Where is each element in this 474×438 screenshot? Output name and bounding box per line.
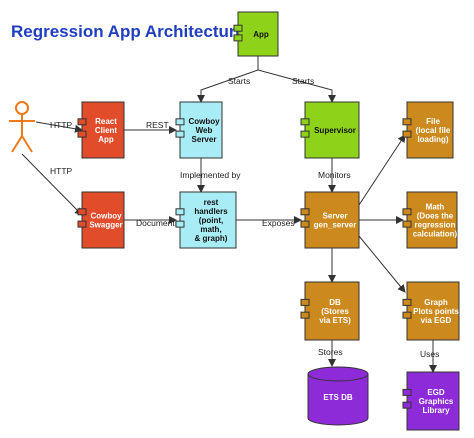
component-app[interactable]: App [233,11,279,57]
edge-label-cowboy-rest: Implemented by [180,170,241,180]
component-egd-label: Library [422,406,450,415]
component-db-label: (Stores [321,307,349,316]
component-file-label: loading) [417,135,448,144]
edge-server-file [358,134,406,206]
component-math-label: regression [415,221,456,230]
component-rest-label: math, [200,225,221,234]
edge-label-db-ets: Stores [318,347,343,357]
component-cowboy-web-label: Cowboy [188,117,220,126]
edge-label-app-supervisor: Starts [292,76,314,86]
edge-label-swagger-rest: Documents [136,218,179,228]
ets-db-cylinder: ETS DB [307,366,369,426]
component-app-label: App [253,30,269,39]
edge-app-supervisor [257,56,336,103]
edge-label-actor-swagger: HTTP [50,166,73,176]
component-cowboy-web-label: Web [196,126,213,135]
component-math-label: Math [426,203,445,212]
component-swagger-label: Cowboy [90,212,122,221]
component-react-label: React [95,117,117,126]
component-supervisor[interactable]: Supervisor [300,101,360,159]
component-server-label: Server [323,212,348,221]
component-graph-label: Graph [424,298,448,307]
diagram-title: Regression App Architecture [11,22,245,41]
component-rest-label: handlers [194,207,228,216]
component-supervisor-label: Supervisor [314,126,356,135]
component-graph-label: via EGD [421,316,452,325]
edge-server-graph [358,235,406,293]
component-react-label: Client [95,126,118,135]
component-graph-label: Plots points [413,307,459,316]
edge-label-supervisor-server: Monitors [318,170,351,180]
edge-label-app-cowboy: Starts [228,76,250,86]
edge-actor-swagger [21,153,83,216]
component-db-label: via ETS) [319,316,351,325]
component-egd-label: Graphics [419,397,454,406]
component-react-label: App [98,135,114,144]
ets-db-label: ETS DB [323,393,353,402]
component-egd-label: EGD [427,388,445,397]
component-file-label: (local file [416,126,451,135]
component-swagger-label: Swagger [89,221,122,230]
component-math-label: (Does the [417,212,454,221]
edge-label-graph-egd: Uses [420,349,439,359]
component-db-label: DB [329,298,341,307]
edge-actor-react [35,121,83,133]
component-math-label: calculation) [413,230,458,239]
edge-label-actor-react: HTTP [50,120,73,130]
component-rest-label: rest [204,198,219,207]
component-cowboy-web-label: Server [192,135,217,144]
component-rest-label: (point, [199,216,223,225]
component-rest-label: & graph) [195,234,228,243]
edge-label-rest-server: Exposes [262,218,295,228]
component-server-label: gen_server [314,221,357,230]
component-file-label: File [426,117,440,126]
edge-label-react-cowboy: REST [146,120,169,130]
user-actor-icon [9,101,35,153]
